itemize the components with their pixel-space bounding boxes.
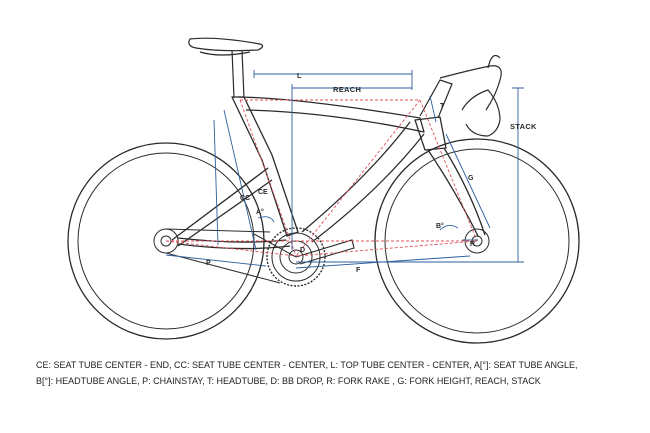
label-stack: STACK [510,122,537,131]
label-t: T [440,103,445,110]
crankset [253,227,355,287]
handlebar [419,55,502,137]
bike-geometry-diagram: L REACH STACK T G CC CE A° B° R D P F [67,37,580,344]
frame [171,96,486,250]
label-ce: CE [258,189,268,196]
label-cc: CC [240,195,250,202]
label-a: A° [256,208,264,216]
label-l: L [297,73,302,80]
label-f: F [356,267,361,274]
saddle [188,37,264,99]
label-r: R [470,241,475,248]
label-b: B° [436,222,444,230]
geometry-legend: CE: SEAT TUBE CENTER - END, CC: SEAT TUB… [36,360,578,386]
front-wheel [374,138,580,344]
reference-lines [165,99,478,257]
chain [165,228,281,284]
label-p: P [206,260,211,267]
dimension-lines [165,70,524,269]
label-g: G [468,175,474,182]
label-reach: REACH [333,85,361,94]
label-d: D [300,247,305,254]
